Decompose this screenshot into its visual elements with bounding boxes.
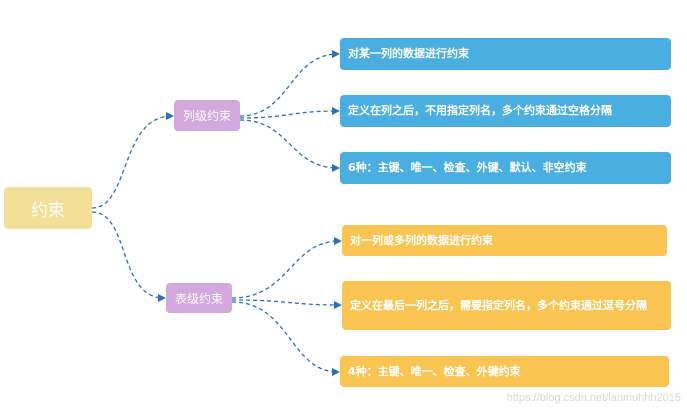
connector-branch-2-leaf-2 [231,299,342,309]
branch-node-table-level: 表级约束 [166,283,232,313]
leaf-node-column-scope: 对某一列的数据进行约束 [340,38,671,70]
root-node: 约束 [4,187,92,229]
connector-branch-1-leaf-3 [239,119,340,172]
connector-root-branch-2 [91,211,166,302]
leaf-node-column-types: 6种：主键、唯一、检查、外键、默认、非空约束 [340,152,671,184]
connector-branch-2-leaf-1 [231,237,342,299]
leaf-node-column-definition: 定义在列之后，不用指定列名，多个约束通过空格分隔 [340,95,671,127]
leaf-node-table-types: 4种：主键、唯一、检查、外键约束 [340,356,669,387]
watermark-text: https://blog.csdn.net/lanmuhhh2015 [506,392,681,404]
leaf-node-table-definition: 定义在最后一列之后，需要指定列名，多个约束通过逗号分隔 [342,281,671,330]
connector-branch-1-leaf-1 [239,50,340,117]
connector-branch-2-leaf-3 [231,301,340,376]
connector-root-branch-1 [91,112,174,209]
connector-branch-1-leaf-2 [239,107,340,119]
branch-node-column-level: 列级约束 [174,100,240,131]
leaf-node-table-scope: 对一列或多列的数据进行约束 [342,225,667,256]
